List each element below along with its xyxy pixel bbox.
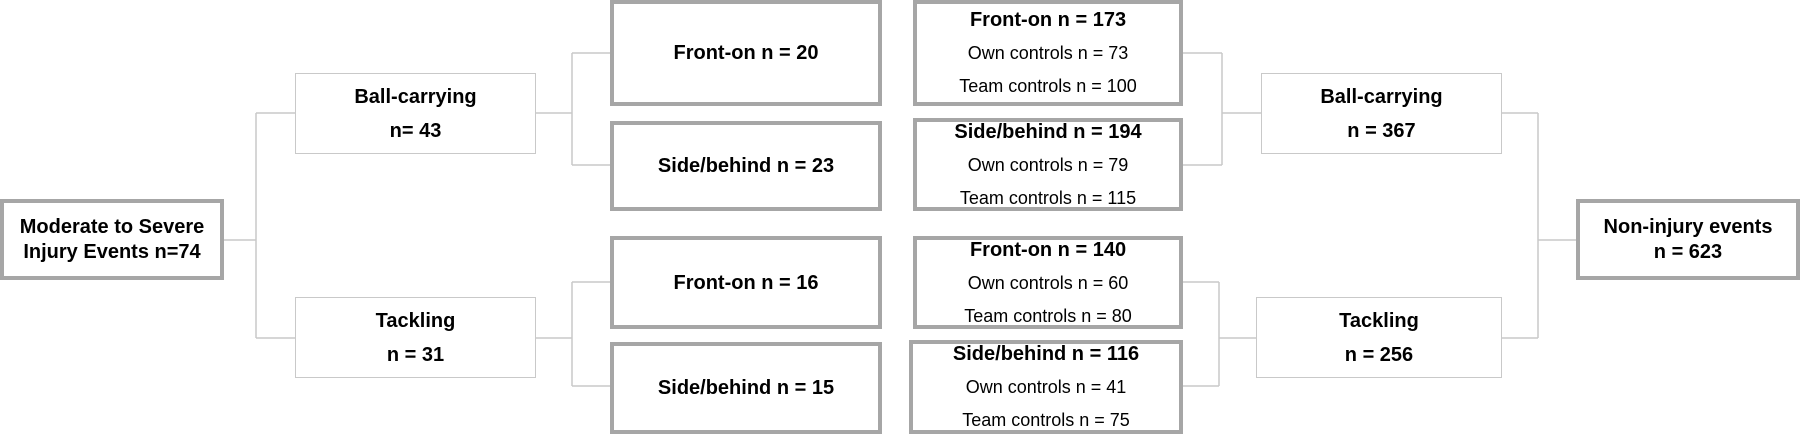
noninjury-tk-front-on-title: Front-on n = 140 xyxy=(969,238,1127,261)
injury-bc-side-behind-box: Side/behind n = 23 xyxy=(610,121,882,211)
noninjury-tk-side-behind-own: Own controls n = 41 xyxy=(965,377,1127,397)
noninjury-bc-side-behind-title: Side/behind n = 194 xyxy=(954,120,1142,143)
injury-tk-side-behind-box: Side/behind n = 15 xyxy=(610,342,882,434)
injury-ball-carrying-count: n= 43 xyxy=(389,119,442,142)
noninjury-tk-side-behind-title: Side/behind n = 116 xyxy=(952,343,1140,365)
injury-root-box: Moderate to Severe Injury Events n=74 xyxy=(0,199,224,280)
noninjury-tk-front-on-box: Front-on n = 140 Own controls n = 60 Tea… xyxy=(913,236,1183,329)
noninjury-bc-front-on-own: Own controls n = 73 xyxy=(967,43,1129,63)
injury-bc-side-behind-label: Side/behind n = 23 xyxy=(657,155,835,177)
noninjury-tackling-title: Tackling xyxy=(1339,309,1419,332)
connector-noninjury-ball-carrying xyxy=(1183,52,1261,166)
noninjury-root-box: Non-injury events n = 623 xyxy=(1576,199,1800,280)
injury-bc-front-on-label: Front-on n = 20 xyxy=(673,42,819,64)
connector-injury-ball-carrying xyxy=(536,52,610,166)
noninjury-bc-side-behind-team: Team controls n = 115 xyxy=(959,187,1137,208)
noninjury-tk-side-behind-box: Side/behind n = 116 Own controls n = 41 … xyxy=(909,340,1183,434)
noninjury-tk-front-on-team: Team controls n = 80 xyxy=(964,305,1132,326)
connector-noninjury-root xyxy=(1502,112,1576,339)
noninjury-ball-carrying-title: Ball-carrying xyxy=(1320,85,1443,108)
noninjury-ball-carrying-count: n = 367 xyxy=(1347,119,1416,142)
noninjury-root-line1: Non-injury events xyxy=(1603,215,1773,238)
noninjury-ball-carrying-box: Ball-carrying n = 367 xyxy=(1261,73,1502,154)
injury-tackling-title: Tackling xyxy=(375,309,456,332)
connector-injury-root xyxy=(224,112,295,339)
noninjury-tk-front-on-own: Own controls n = 60 xyxy=(967,272,1129,293)
noninjury-tk-side-behind-team: Team controls n = 75 xyxy=(962,410,1130,430)
noninjury-bc-front-on-box: Front-on n = 173 Own controls n = 73 Tea… xyxy=(913,0,1183,106)
noninjury-bc-front-on-title: Front-on n = 173 xyxy=(969,9,1127,31)
injury-tk-side-behind-label: Side/behind n = 15 xyxy=(657,377,835,399)
noninjury-bc-side-behind-box: Side/behind n = 194 Own controls n = 79 … xyxy=(913,118,1183,211)
injury-root-line2: Injury Events n=74 xyxy=(23,240,201,263)
injury-ball-carrying-title: Ball-carrying xyxy=(354,85,477,108)
injury-tk-front-on-label: Front-on n = 16 xyxy=(673,271,819,294)
noninjury-bc-side-behind-own: Own controls n = 79 xyxy=(967,154,1129,175)
injury-tackling-box: Tackling n = 31 xyxy=(295,297,536,378)
noninjury-bc-front-on-team: Team controls n = 100 xyxy=(959,76,1137,96)
noninjury-root-line2: n = 623 xyxy=(1653,240,1723,263)
injury-root-line1: Moderate to Severe xyxy=(19,215,205,238)
connector-noninjury-tackling xyxy=(1183,281,1256,387)
noninjury-tackling-box: Tackling n = 256 xyxy=(1256,297,1502,378)
injury-tackling-count: n = 31 xyxy=(386,343,445,366)
injury-ball-carrying-box: Ball-carrying n= 43 xyxy=(295,73,536,154)
connector-injury-tackling xyxy=(536,281,610,387)
injury-bc-front-on-box: Front-on n = 20 xyxy=(610,0,882,106)
injury-tk-front-on-box: Front-on n = 16 xyxy=(610,236,882,329)
noninjury-tackling-count: n = 256 xyxy=(1344,343,1414,366)
